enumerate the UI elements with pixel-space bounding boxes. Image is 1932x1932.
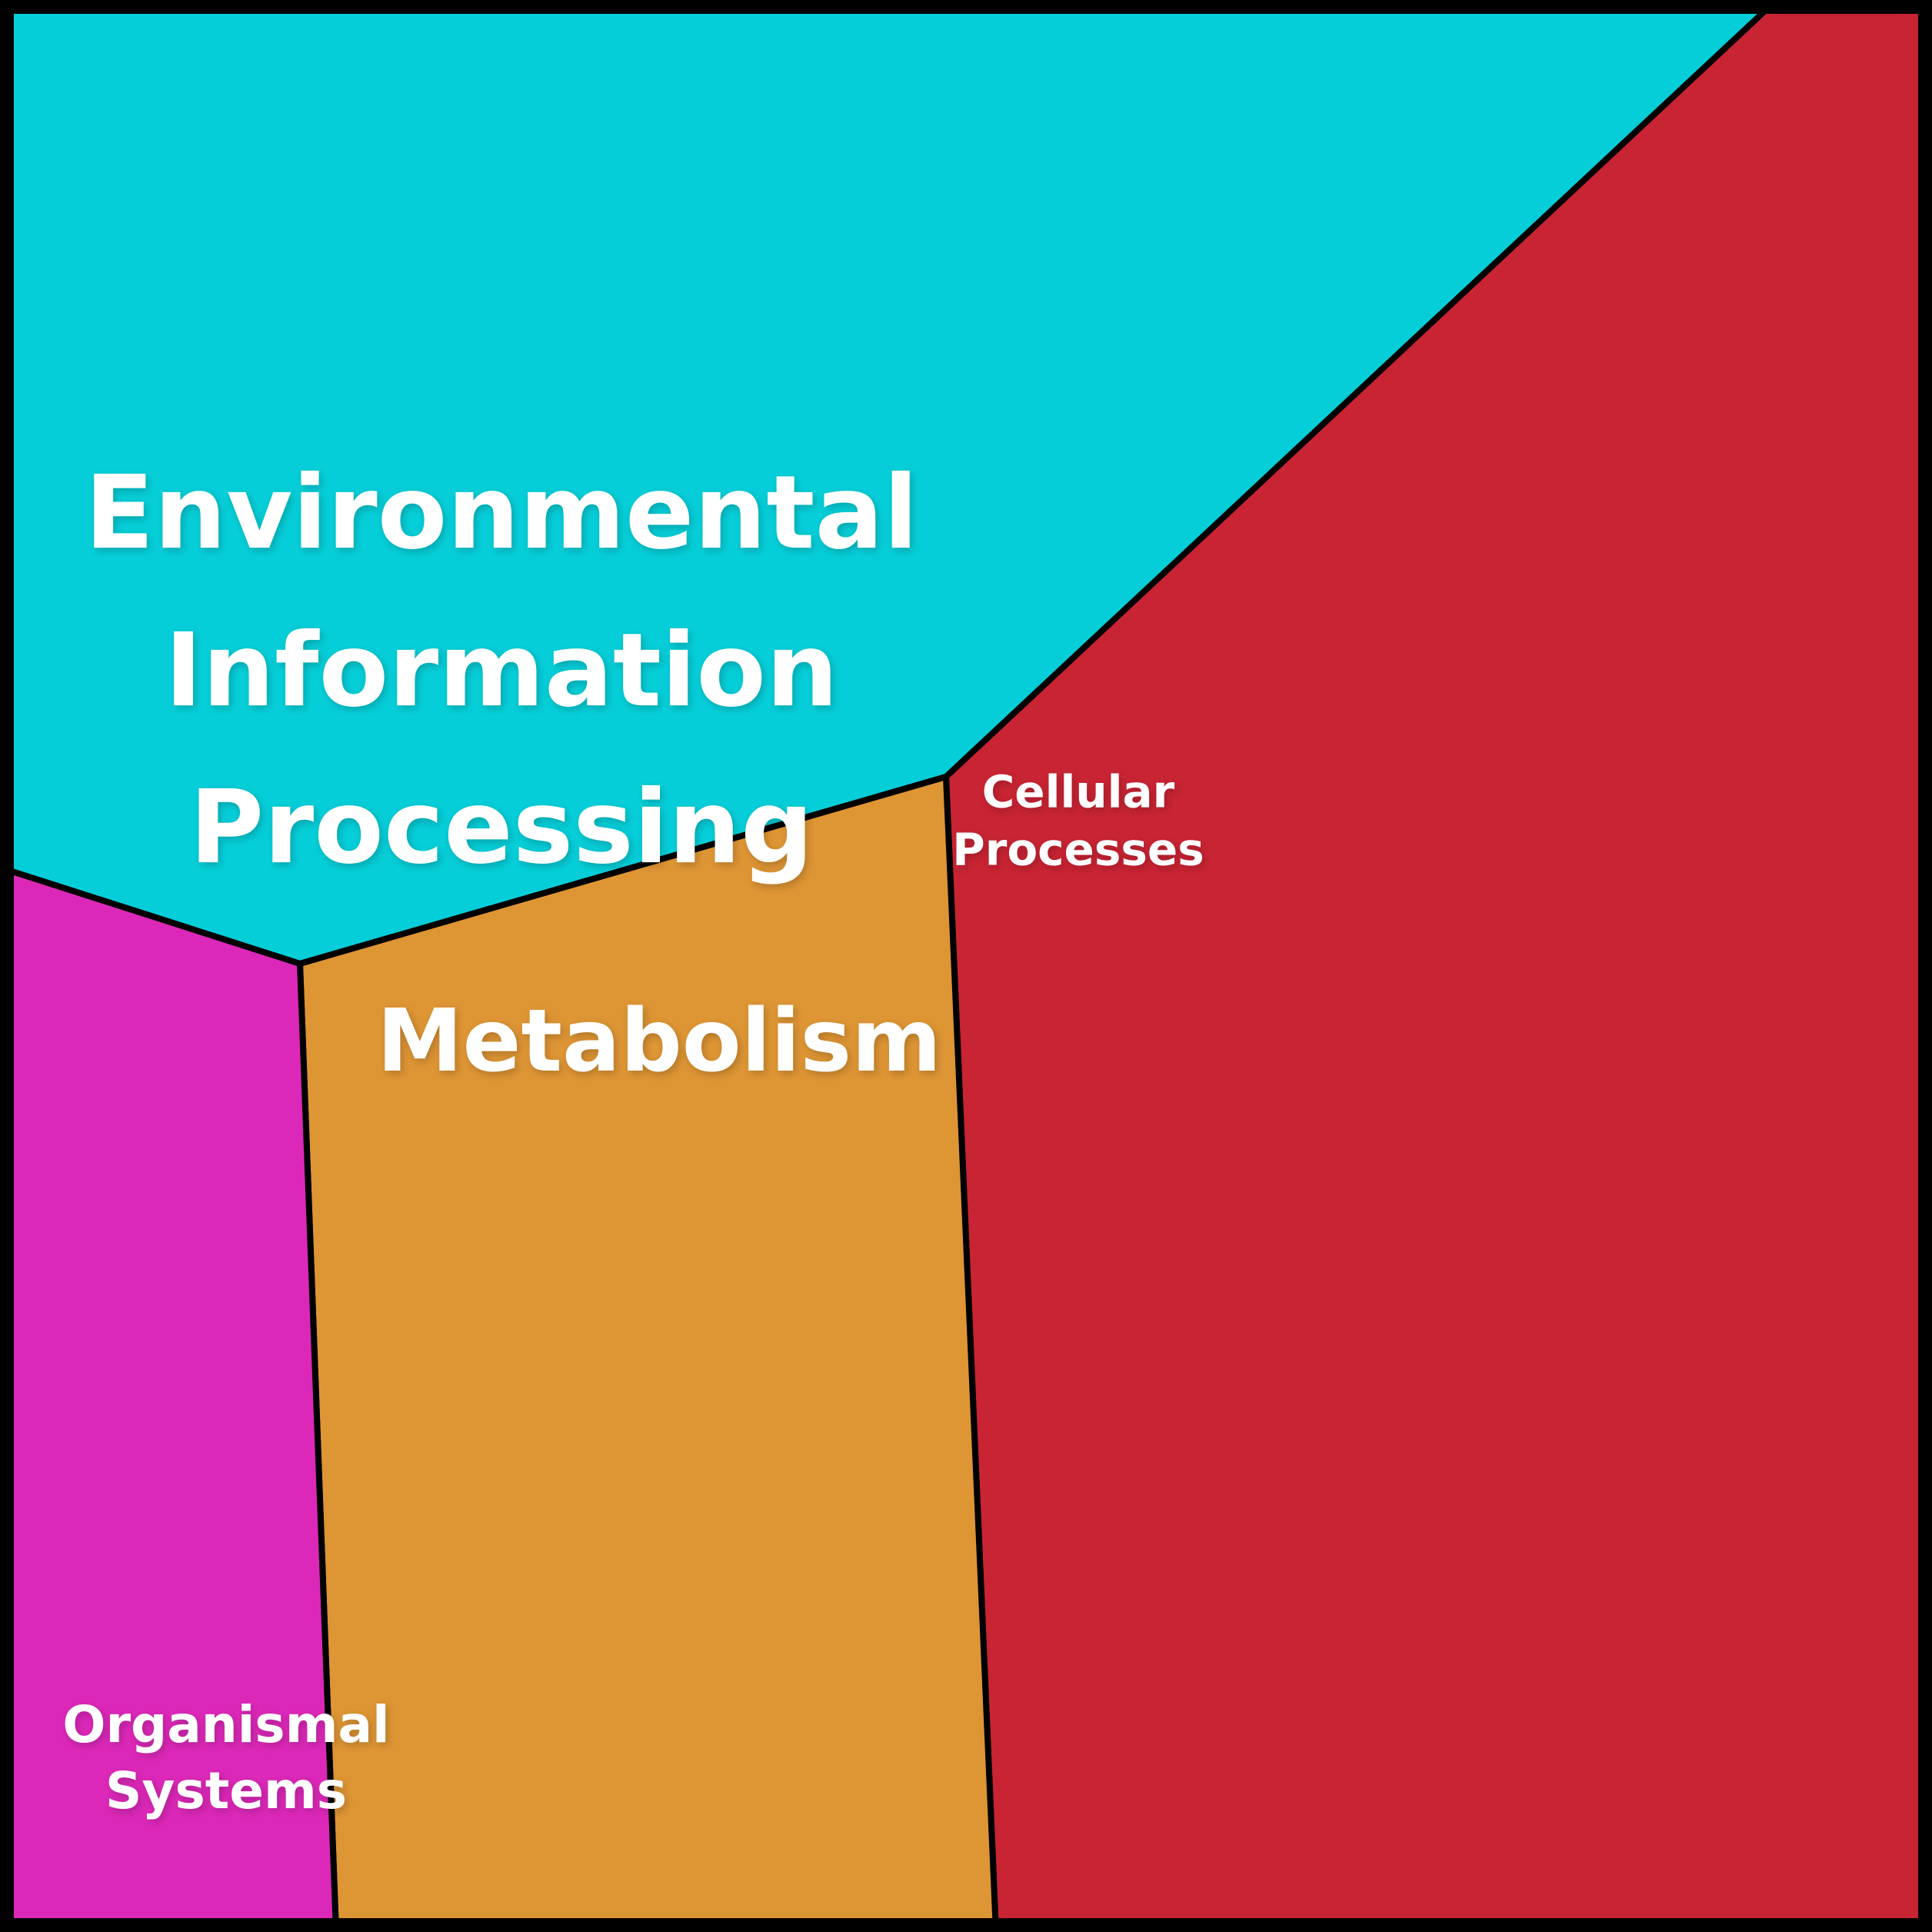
region-cellular-processes[interactable]: [943, 0, 1932, 1932]
region-organismal-systems[interactable]: [0, 864, 339, 1932]
region-metabolism[interactable]: [297, 774, 999, 1932]
